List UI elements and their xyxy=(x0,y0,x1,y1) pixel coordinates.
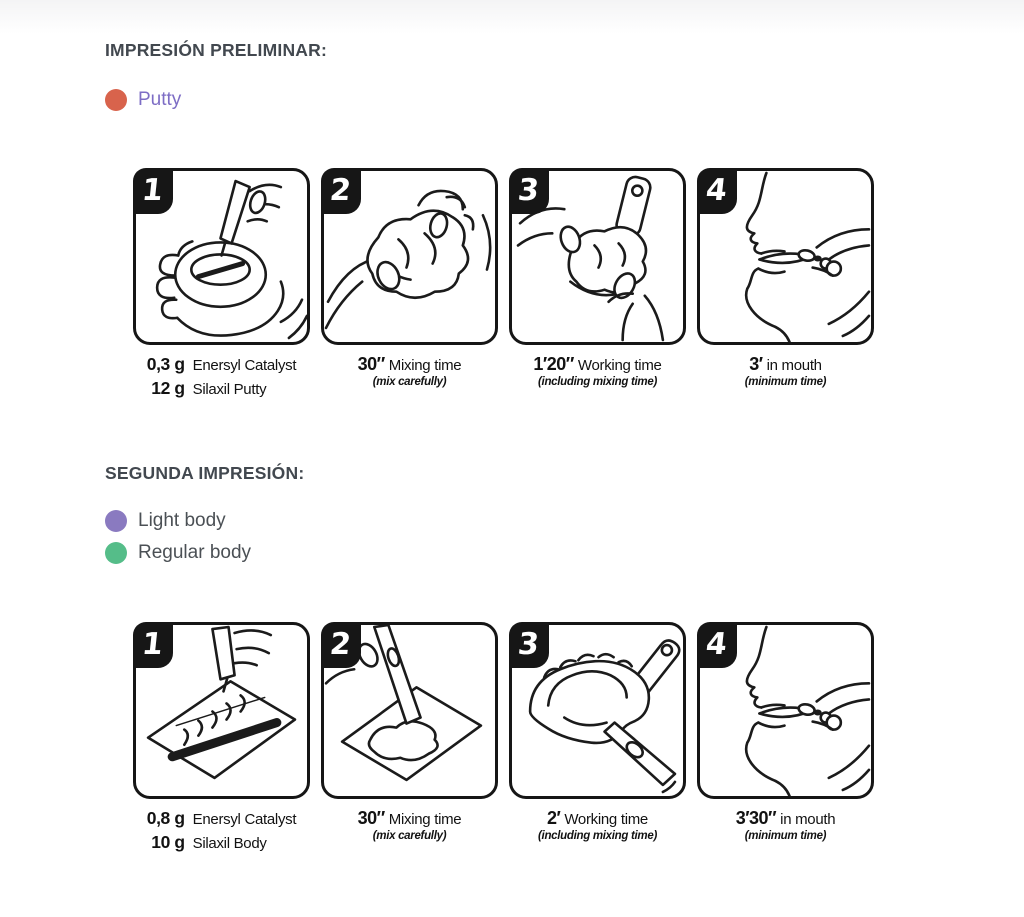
step-number-badge: 1 xyxy=(132,167,173,214)
step-number: 1 xyxy=(140,172,165,208)
step-number-badge: 1 xyxy=(132,621,173,668)
step-caption: 1′20″Working time (including mixing time… xyxy=(509,354,686,388)
catalyst-on-putty-in-hand-icon xyxy=(155,179,307,340)
step-number-badge: 4 xyxy=(696,167,737,214)
regular-body-label: Regular body xyxy=(138,541,252,563)
amount-qty: 10 g xyxy=(151,832,185,852)
time-value: 3′ xyxy=(749,354,763,374)
step-caption: 30″Mixing time (mix carefully) xyxy=(321,808,498,842)
time-note: (mix carefully) xyxy=(372,376,447,388)
step-panel-2: 2 30″Mixing time (mix car xyxy=(320,621,498,853)
time-label: Mixing time xyxy=(388,357,462,374)
step-caption: 3′in mouth (minimum time) xyxy=(697,354,874,388)
time-note: (minimum time) xyxy=(744,376,827,388)
amount-qty: 0,3 g xyxy=(146,354,185,374)
step-illustration-frame: 1 xyxy=(132,621,310,799)
step-panel-1: 1 xyxy=(132,621,310,853)
time-note: (minimum time) xyxy=(744,830,827,842)
putty-link[interactable]: Putty xyxy=(138,88,182,110)
time-label: Working time xyxy=(564,811,648,828)
section-impresion-preliminar: IMPRESIÓN PRELIMINAR: Putty 1 xyxy=(105,40,1024,399)
time-value: 3′30″ xyxy=(735,808,777,828)
light-body-color-dot-icon xyxy=(105,509,127,532)
step-caption: 30″Mixing time (mix carefully) xyxy=(321,354,498,388)
legend-item-putty: Putty xyxy=(105,88,1024,111)
time-label: in mouth xyxy=(766,357,822,374)
step-caption: 0,3 g Enersyl Catalyst 12 g Silaxil Putt… xyxy=(133,354,310,399)
amount-name: Enersyl Catalyst xyxy=(192,811,297,828)
step-number-badge: 3 xyxy=(508,621,549,668)
step-number: 4 xyxy=(704,626,729,662)
step-illustration-frame: 3 xyxy=(508,621,686,799)
step-illustration-frame: 3 xyxy=(508,167,686,345)
step-illustration-frame: 4 xyxy=(696,621,874,799)
section-heading: IMPRESIÓN PRELIMINAR: xyxy=(105,40,327,60)
time-value: 2′ xyxy=(547,808,561,828)
amount-qty: 12 g xyxy=(151,378,185,398)
step-number: 4 xyxy=(704,172,729,208)
material-legend: Light body Regular body xyxy=(105,509,1024,564)
step-illustration-frame: 2 xyxy=(320,167,498,345)
time-label: in mouth xyxy=(780,811,836,828)
putty-color-dot-icon xyxy=(105,88,127,111)
step-number-badge: 4 xyxy=(696,621,737,668)
tray-inserted-in-mouth-icon xyxy=(744,171,871,342)
step-number: 3 xyxy=(516,626,541,662)
step-illustration-frame: 2 xyxy=(320,621,498,799)
step-number-badge: 2 xyxy=(320,621,361,668)
time-label: Mixing time xyxy=(388,811,462,828)
step-panel-2: 2 xyxy=(320,167,498,399)
section-heading: SEGUNDA IMPRESIÓN: xyxy=(105,463,305,483)
light-body-label: Light body xyxy=(138,509,226,531)
steps-row-body: 1 xyxy=(132,621,1024,853)
time-note: (including mixing time) xyxy=(538,830,657,842)
step-panel-4: 4 xyxy=(696,621,874,853)
step-panel-1: 1 xyxy=(132,167,310,399)
step-panel-3: 3 xyxy=(508,167,686,399)
time-note: (mix carefully) xyxy=(372,830,447,842)
amount-name: Enersyl Catalyst xyxy=(192,357,297,374)
step-illustration-frame: 1 xyxy=(132,167,310,345)
hands-kneading-putty-icon xyxy=(324,189,492,330)
regular-body-color-dot-icon xyxy=(105,541,127,564)
time-label: Working time xyxy=(577,357,662,374)
amount-name: Silaxil Putty xyxy=(192,381,267,398)
step-illustration-frame: 4 xyxy=(696,167,874,345)
steps-row-putty: 1 xyxy=(132,167,1024,399)
catalyst-on-mixing-pad-icon xyxy=(146,625,297,780)
legend-item-regular-body: Regular body xyxy=(105,541,1024,564)
amount-qty: 0,8 g xyxy=(146,808,185,828)
material-legend: Putty xyxy=(105,88,1024,111)
step-caption: 2′Working time (including mixing time) xyxy=(509,808,686,842)
section-segunda-impresion: SEGUNDA IMPRESIÓN: Light body Regular bo… xyxy=(105,463,1024,853)
spatula-loading-tray-icon xyxy=(528,639,681,794)
time-value: 1′20″ xyxy=(533,354,574,374)
step-number-badge: 3 xyxy=(508,167,549,214)
step-caption: 3′30″in mouth (minimum time) xyxy=(697,808,874,842)
legend-item-light-body: Light body xyxy=(105,509,1024,532)
step-number: 1 xyxy=(140,626,165,662)
time-value: 30″ xyxy=(357,354,386,374)
spatula-mixing-on-pad-icon xyxy=(324,625,483,782)
step-number-badge: 2 xyxy=(320,167,361,214)
document-content: IMPRESIÓN PRELIMINAR: Putty 1 xyxy=(105,40,1024,853)
step-number: 2 xyxy=(328,172,353,208)
loading-putty-into-tray-icon xyxy=(516,175,665,342)
tray-inserted-in-mouth-icon xyxy=(744,625,871,796)
step-number: 2 xyxy=(328,626,353,662)
step-number: 3 xyxy=(516,172,541,208)
time-note: (including mixing time) xyxy=(538,376,657,388)
step-caption: 0,8 g Enersyl Catalyst 10 g Silaxil Body xyxy=(133,808,310,853)
step-panel-4: 4 xyxy=(696,167,874,399)
step-panel-3: 3 xyxy=(508,621,686,853)
time-value: 30″ xyxy=(357,808,386,828)
amount-name: Silaxil Body xyxy=(192,835,267,852)
